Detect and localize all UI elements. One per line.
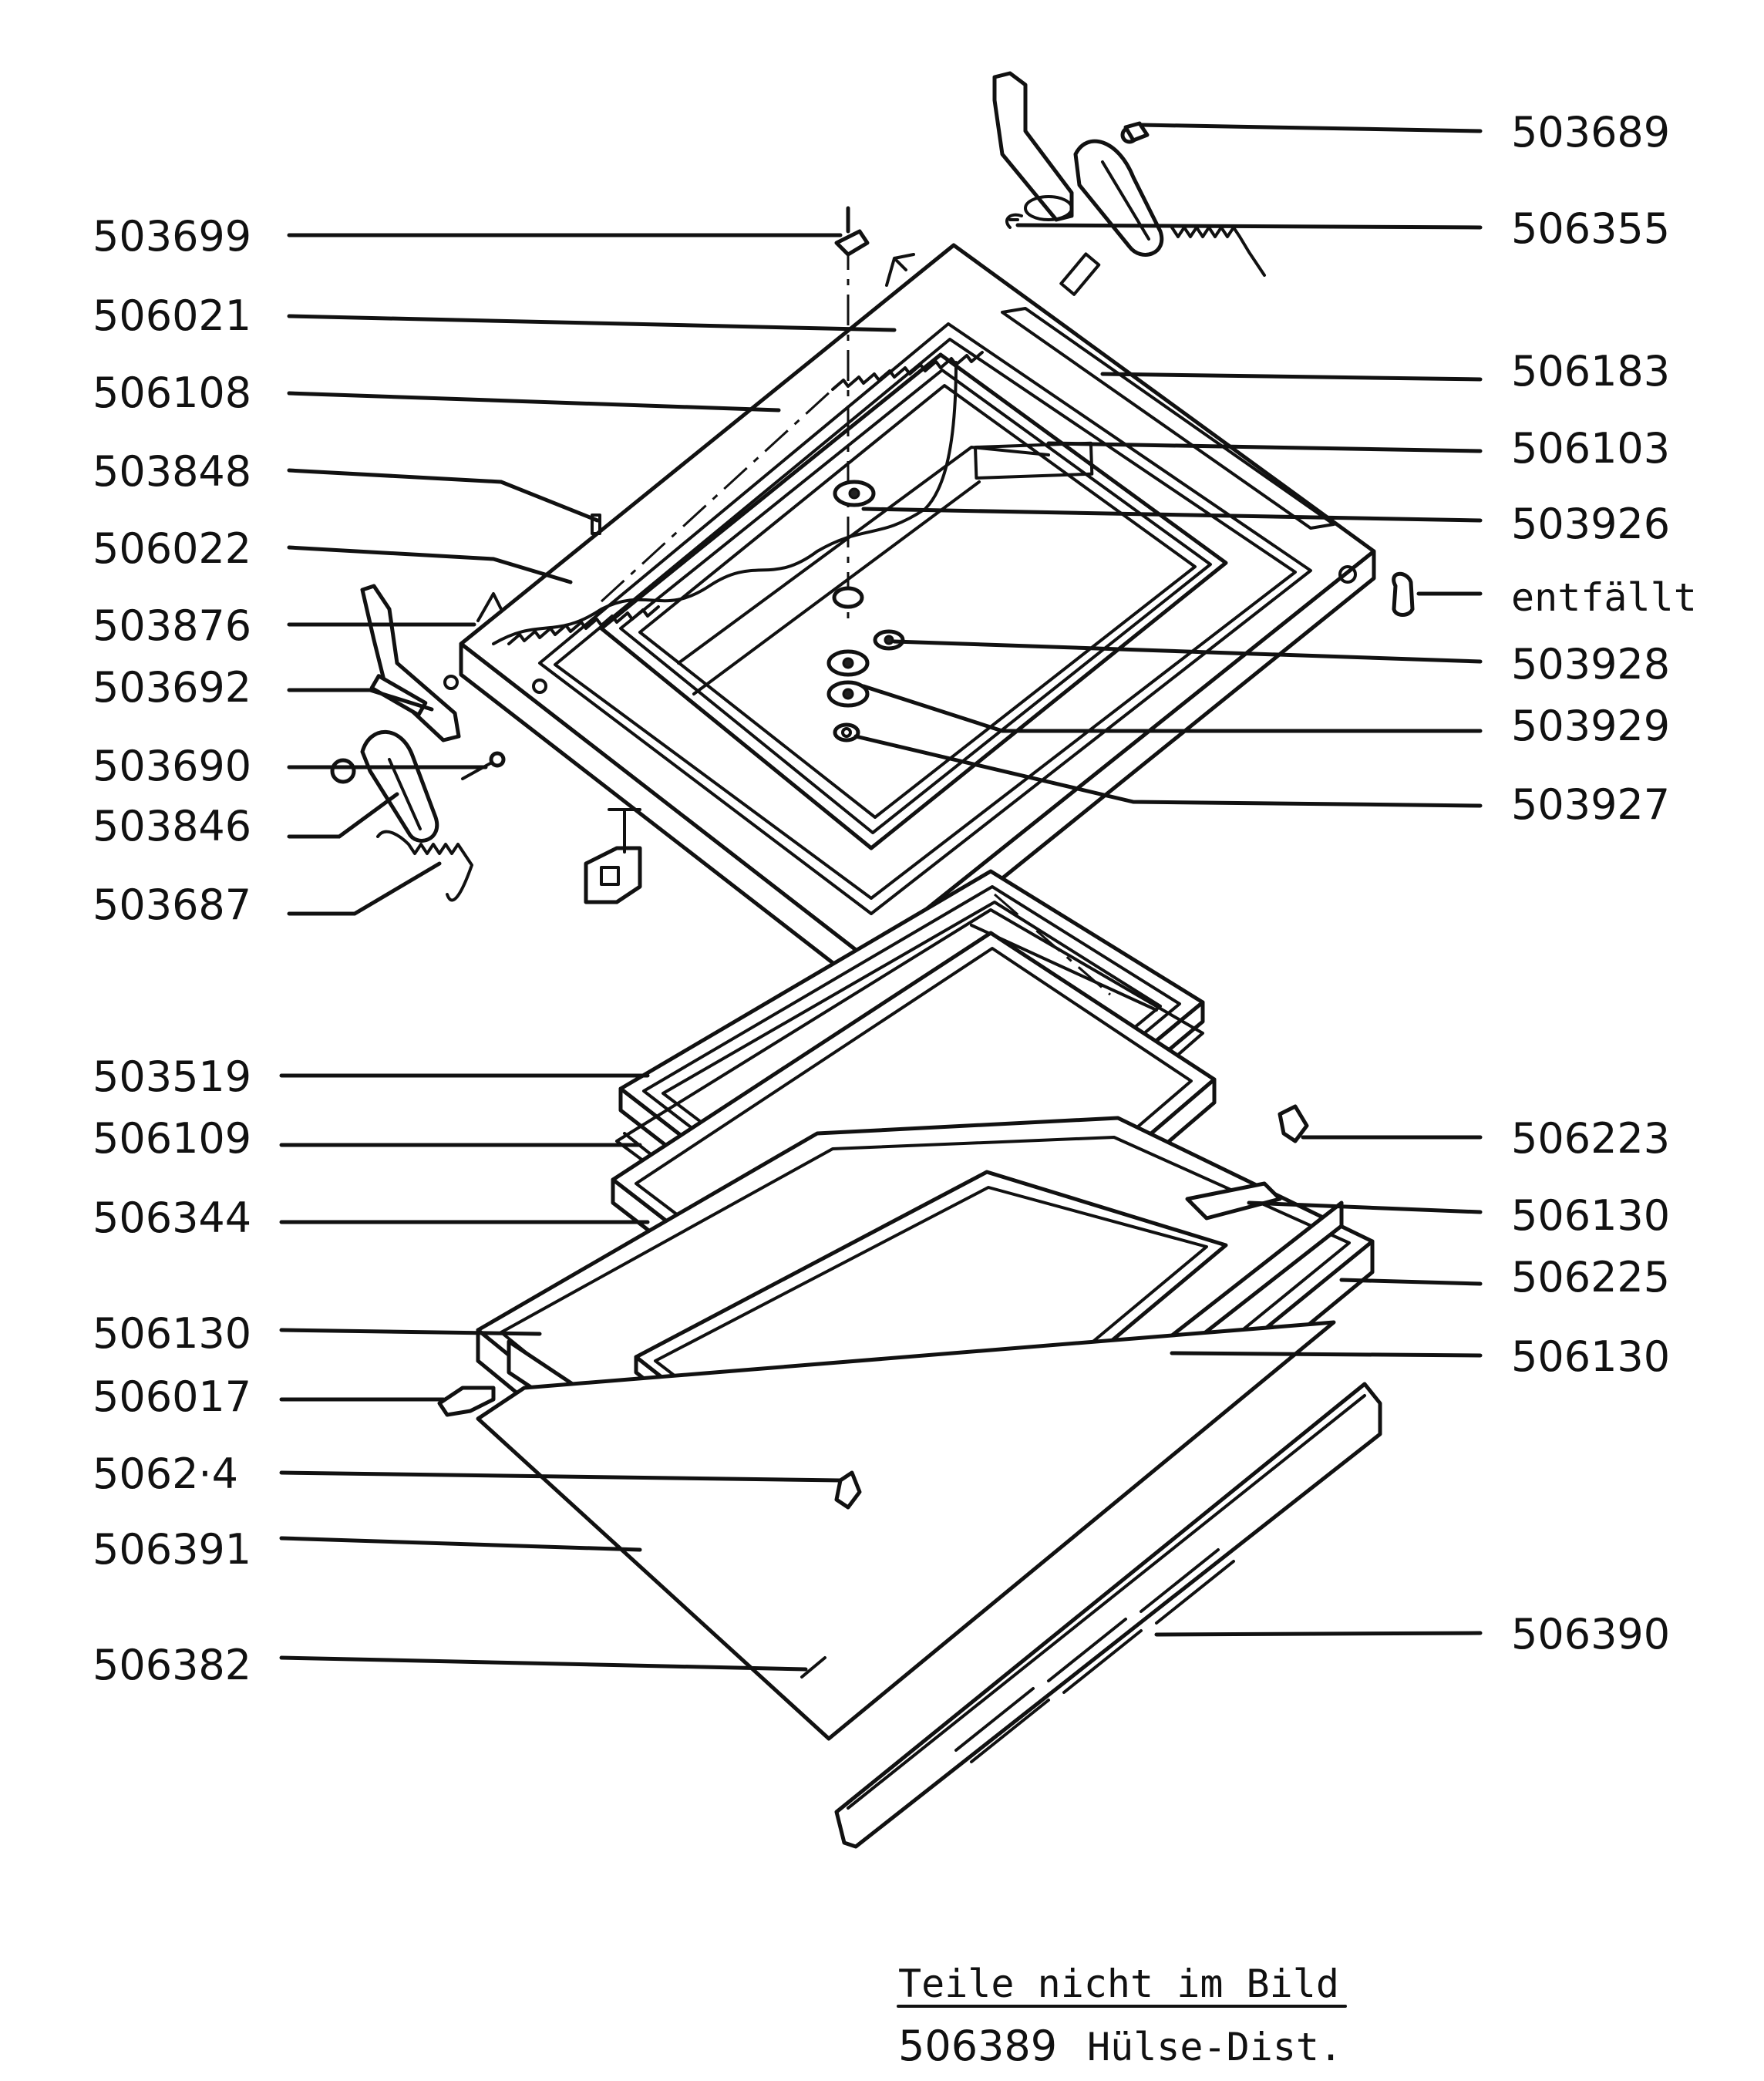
door-frame-assembly <box>459 243 1376 991</box>
label-506108: 506108 <box>93 369 251 417</box>
clip-506355 <box>1005 213 1023 229</box>
footer-part-number: 506389 <box>898 2022 1057 2070</box>
clip-entfallt <box>1392 571 1415 617</box>
label-503687: 503687 <box>93 881 251 929</box>
label-503928: 503928 <box>1511 640 1670 689</box>
label-506130-right-2: 506130 <box>1511 1332 1670 1381</box>
label-503929: 503929 <box>1511 702 1670 750</box>
label-506103: 506103 <box>1511 424 1670 473</box>
label-503848: 503848 <box>93 447 251 496</box>
pin-503848 <box>591 514 601 535</box>
spring-506021 <box>831 351 984 391</box>
label-entfallt: entfällt <box>1511 575 1697 620</box>
label-506382: 506382 <box>93 1641 251 1689</box>
label-506390: 506390 <box>1511 1610 1670 1658</box>
hinge-pin <box>1059 252 1101 296</box>
center-washers <box>826 480 905 742</box>
label-503846: 503846 <box>93 802 251 850</box>
label-503927: 503927 <box>1511 780 1670 829</box>
label-506130-right-1: 506130 <box>1511 1191 1670 1240</box>
label-506344: 506344 <box>93 1194 251 1242</box>
hinge-spring-503689 <box>1170 226 1266 277</box>
footer-heading: Teile nicht im Bild <box>898 1961 1339 2006</box>
label-506183: 506183 <box>1511 347 1670 396</box>
washer-503690 <box>330 758 356 784</box>
hook-clip <box>885 253 915 287</box>
label-503692: 503692 <box>93 663 251 712</box>
pin-506382 <box>800 1656 826 1679</box>
spring-503687 <box>376 830 473 902</box>
footer-part-name: Hülse-Dist. <box>1087 2025 1342 2069</box>
hinge-top-right <box>992 71 1266 296</box>
label-5062x4: 5062·4 <box>93 1450 238 1498</box>
label-506223: 506223 <box>1511 1114 1670 1163</box>
label-506017: 506017 <box>93 1372 251 1421</box>
nut-503689 <box>1123 121 1150 143</box>
frame-springs <box>507 239 984 645</box>
clip-506223 <box>1278 1104 1309 1143</box>
spring-506022 <box>507 605 660 645</box>
clip-506017 <box>437 1386 496 1417</box>
label-503876: 503876 <box>93 601 251 650</box>
label-503926: 503926 <box>1511 500 1670 548</box>
label-506391: 506391 <box>93 1525 251 1574</box>
label-506109: 506109 <box>93 1114 251 1163</box>
footer-parts-not-shown: Teile nicht im Bild 506389 Hülse-Dist. <box>897 1961 1347 2070</box>
label-503699: 503699 <box>93 212 251 261</box>
clip-503876 <box>476 592 503 622</box>
label-506021: 506021 <box>93 291 251 340</box>
label-506130-left: 506130 <box>93 1309 251 1358</box>
label-503689: 503689 <box>1511 108 1670 157</box>
labels-right: 503689 506355 506183 506103 503926 entfä… <box>1511 108 1697 1658</box>
label-506022: 506022 <box>93 524 251 573</box>
bottom-rail-506390 <box>834 1382 1382 1849</box>
label-506225: 506225 <box>1511 1253 1670 1301</box>
clip-5062x4 <box>834 1470 862 1510</box>
label-503519: 503519 <box>93 1052 251 1101</box>
leader-lines <box>279 123 1483 1672</box>
labels-left: 503699 506021 506108 503848 506022 50387… <box>93 212 251 1689</box>
screw-503699 <box>834 206 870 257</box>
label-503690: 503690 <box>93 742 251 790</box>
label-506355: 506355 <box>1511 204 1670 253</box>
back-panel-506391 <box>476 1320 1336 1741</box>
